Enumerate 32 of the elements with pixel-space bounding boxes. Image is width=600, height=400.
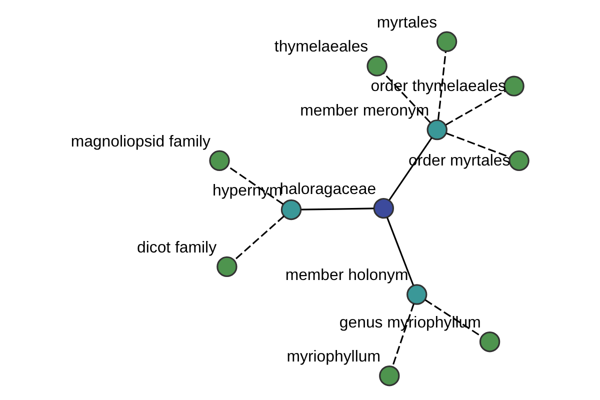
node-circle (426, 119, 448, 140)
node-circle (436, 31, 458, 52)
node-label: member meronym (300, 102, 430, 120)
node-label: haloragaceae (280, 180, 376, 198)
node-label: genus myriophyllum (339, 314, 481, 332)
connector (234, 216, 284, 261)
node-circle (366, 56, 388, 76)
connector (446, 90, 506, 126)
node-circle (479, 332, 500, 352)
connector (388, 137, 432, 200)
connector (301, 208, 374, 210)
node-circle (406, 284, 428, 305)
node-circle (504, 76, 524, 96)
node-label: myrtales (376, 14, 438, 32)
node-circle (209, 150, 230, 171)
connector (424, 299, 482, 338)
node-label: dicot family (136, 239, 217, 256)
node-circle (508, 150, 530, 172)
connector (227, 166, 284, 205)
connector (437, 52, 446, 120)
node-label: thymelaeales (274, 38, 368, 56)
connector (386, 217, 414, 286)
node-label: myriophyllum (286, 348, 380, 366)
node-circle (280, 199, 302, 220)
node-circle (216, 256, 238, 278)
connector (446, 132, 510, 158)
node-circle (373, 198, 394, 219)
connector (392, 304, 414, 367)
node-label: member holonym (285, 267, 408, 284)
connector (383, 72, 431, 124)
node-label: magnoliopsid family (70, 133, 211, 150)
node-circle (379, 366, 400, 386)
